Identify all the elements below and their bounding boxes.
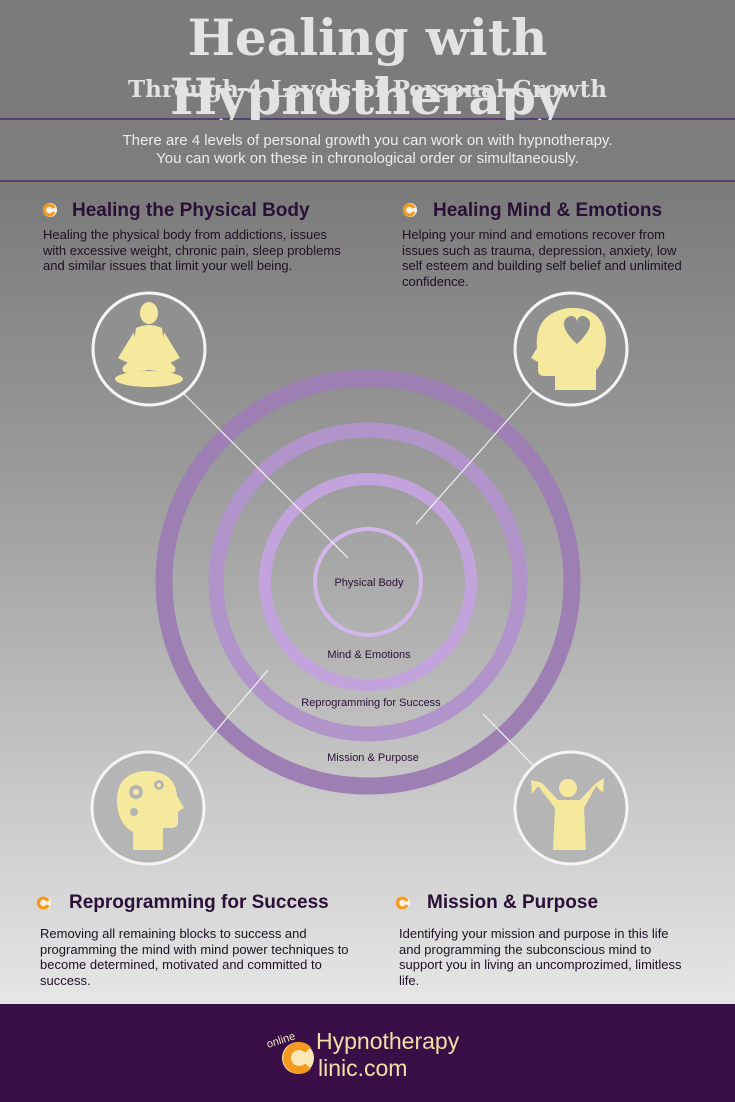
site-logo[interactable]: online Hypnotherapy linic.com	[262, 1018, 472, 1088]
connector-line	[415, 389, 535, 525]
section-title-mind: Healing Mind & Emotions	[433, 200, 663, 221]
logo-line-2: linic.com	[318, 1055, 407, 1081]
section-desc-mission: Identifying your mission and purpose in …	[399, 926, 682, 988]
ring-second	[259, 473, 477, 691]
footer-bar: online Hypnotherapy linic.com	[0, 1004, 735, 1102]
ring-label-mission: Mission & Purpose	[327, 752, 419, 764]
section-title-reprogramming: Reprogramming for Success	[69, 892, 329, 913]
raised-arms-icon	[531, 778, 604, 850]
meditation-icon	[115, 302, 183, 387]
section-desc-reprogramming: Removing all remaining blocks to success…	[40, 926, 349, 988]
logo-line-1: Hypnotherapy	[316, 1028, 460, 1054]
connector-line	[183, 393, 349, 559]
heart-head-icon	[531, 307, 606, 390]
ring-label-reprogramming: Reprogramming for Success	[301, 697, 441, 709]
section-title-physical: Healing the Physical Body	[72, 200, 310, 221]
connector-line	[185, 669, 269, 767]
ring-label-mind: Mind & Emotions	[327, 649, 411, 661]
swirl-bullet-icon	[395, 896, 410, 910]
growth-rings-diagram: Physical Body Mind & Emotions Reprogramm…	[90, 291, 629, 866]
swirl-bullet-icon	[36, 896, 51, 910]
ring-label-physical: Physical Body	[334, 577, 404, 589]
intro-line-1: There are 4 levels of personal growth yo…	[122, 132, 613, 149]
intro-line-2: You can work on these in chronological o…	[156, 150, 579, 167]
ring-third	[208, 422, 528, 742]
swirl-bullet-icon	[402, 203, 417, 217]
section-desc-physical: Healing the physical body from addiction…	[43, 227, 341, 273]
intro-band: There are 4 levels of personal growth yo…	[0, 120, 735, 182]
page-title: Healing with Hypnotherapy	[170, 8, 565, 126]
ring-inner	[313, 527, 423, 637]
page-subtitle: Through 4 Levels of Personal Growth	[128, 76, 607, 103]
connector-line	[482, 713, 534, 766]
swirl-bullet-icon	[42, 203, 57, 217]
ring-outer	[155, 369, 581, 795]
main-panel: Healing the Physical Body Healing the ph…	[0, 182, 735, 1004]
section-desc-mind: Helping your mind and emotions recover f…	[402, 227, 682, 289]
gears-head-icon	[116, 770, 184, 850]
header-banner: Healing with Hypnotherapy Through 4 Leve…	[0, 0, 735, 126]
section-title-mission: Mission & Purpose	[427, 892, 599, 913]
